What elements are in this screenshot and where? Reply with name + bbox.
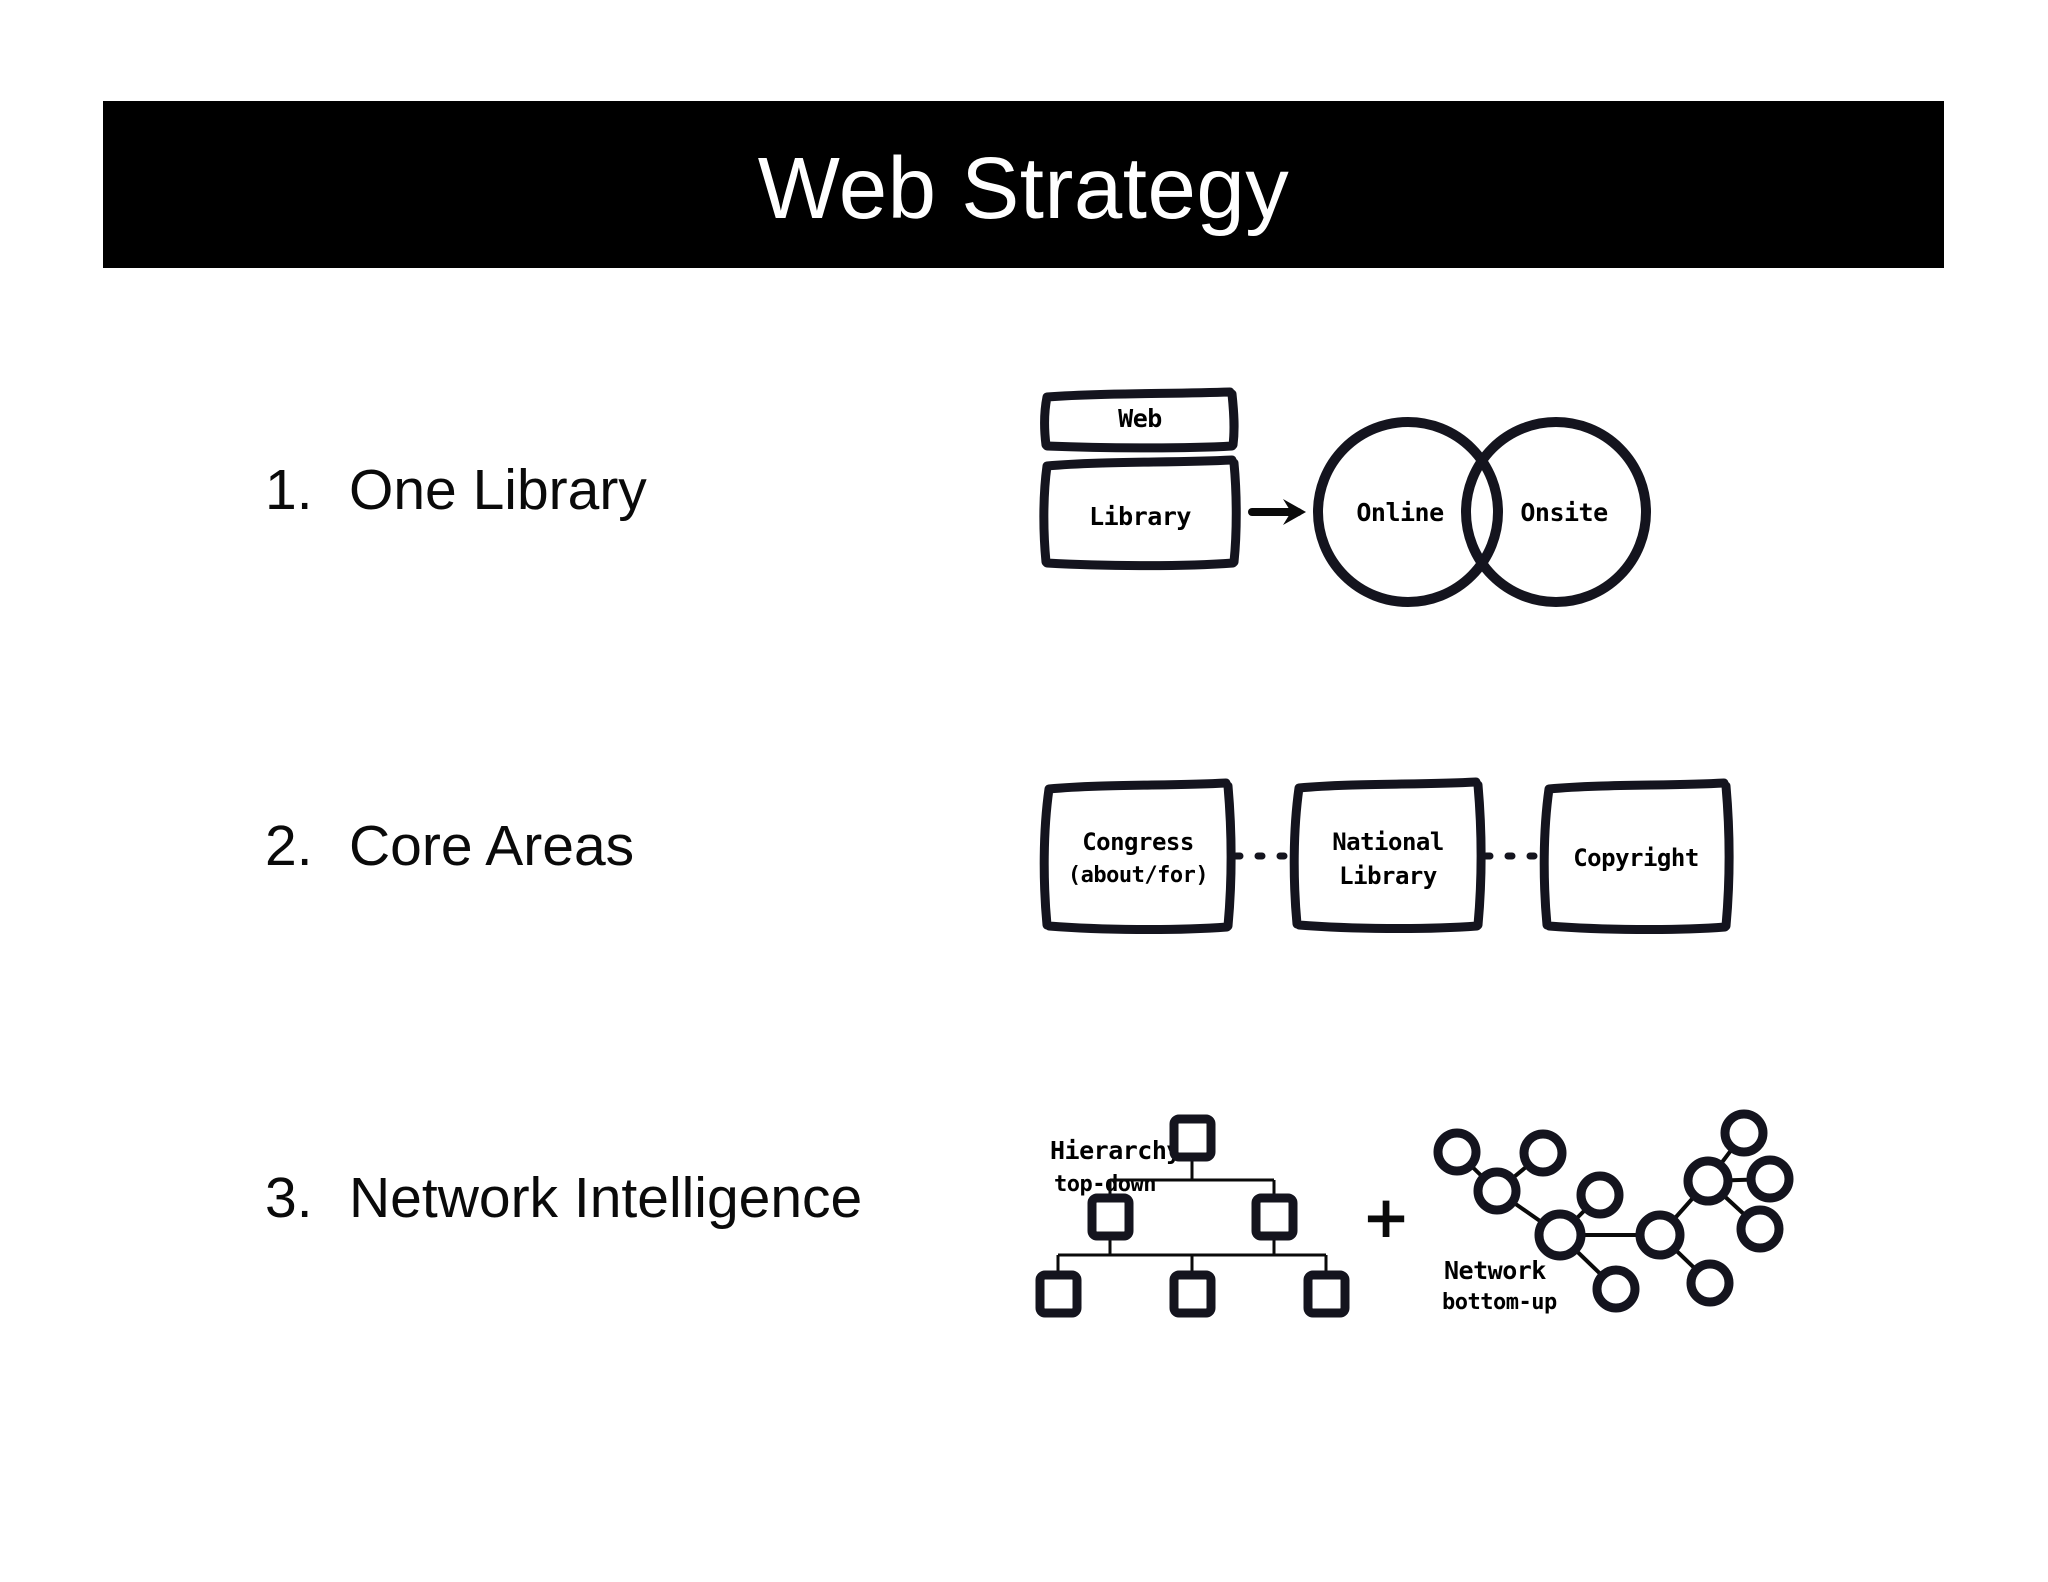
- list-item-3-text: Network Intelligence: [349, 1166, 863, 1230]
- web-box-label: Web: [1118, 404, 1162, 433]
- venn-label-onsite: Onsite: [1520, 498, 1608, 527]
- hierarchy-node-leaf-2: [1169, 1270, 1216, 1318]
- figure-network-intelligence: Hierarchy top-down: [1035, 1095, 1798, 1325]
- plus-operator: +: [1362, 1183, 1411, 1251]
- network-node-10: [1720, 1109, 1768, 1157]
- library-box: [1039, 455, 1241, 571]
- venn-circle-online: [1313, 417, 1503, 607]
- page-title: Web Strategy: [757, 140, 1290, 237]
- network-node-4: [1576, 1171, 1624, 1219]
- network-node-2: [1519, 1129, 1567, 1177]
- venn-circle-onsite: [1461, 417, 1651, 607]
- network-node-9: [1683, 1156, 1733, 1206]
- network-node-6: [1592, 1265, 1640, 1313]
- list-item-3-number: 3.: [265, 1166, 313, 1230]
- venn-label-online: Online: [1356, 498, 1444, 527]
- network-node-5: [1534, 1209, 1586, 1261]
- title-bar: Web Strategy: [103, 101, 1944, 268]
- network-caption-line2: bottom-up: [1442, 1290, 1557, 1315]
- hierarchy-caption-line1: Hierarchy: [1050, 1136, 1181, 1165]
- hierarchy-network-diagram: Hierarchy top-down: [1035, 1109, 1794, 1318]
- network-node-1: [1433, 1128, 1481, 1176]
- list-item-1-number: 1.: [265, 458, 313, 522]
- hierarchy-node-root: [1169, 1114, 1216, 1162]
- network-node-12: [1736, 1205, 1784, 1253]
- core-box-national-library-line1: National: [1332, 828, 1444, 856]
- core-box-congress: [1039, 778, 1236, 935]
- hierarchy-caption-line2: top-down: [1054, 1172, 1156, 1197]
- list-item-2-number: 2.: [265, 814, 313, 878]
- network-nodes: [1433, 1109, 1794, 1313]
- hierarchy-node-mid-2: [1251, 1193, 1298, 1241]
- hierarchy-node-leaf-3: [1303, 1270, 1350, 1318]
- hierarchy-edges: [1056, 1157, 1328, 1275]
- core-box-congress-line1: Congress: [1082, 828, 1194, 856]
- core-box-national-library-line2: Library: [1339, 862, 1437, 890]
- list-item-1-text: One Library: [349, 458, 647, 522]
- right-arrow-icon: [1248, 499, 1306, 525]
- core-box-national-library: [1289, 777, 1486, 934]
- core-box-copyright: [1539, 778, 1734, 935]
- core-box-copyright-line1: Copyright: [1573, 844, 1699, 872]
- network-node-3: [1473, 1167, 1521, 1215]
- hierarchy-node-leaf-1: [1035, 1270, 1082, 1318]
- hierarchy-node-mid-1: [1087, 1193, 1134, 1241]
- list-item-3-label: 3.Network Intelligence: [265, 1170, 862, 1227]
- network-node-11: [1746, 1155, 1794, 1203]
- figure-one-library: Web Library Online Onsite: [1039, 385, 1700, 615]
- network-caption-line1: Network: [1444, 1256, 1546, 1285]
- core-areas-diagram: Congress (about/for) National Library: [1039, 777, 1734, 935]
- library-box-label: Library: [1089, 502, 1191, 531]
- one-library-diagram: Web Library Online Onsite: [1039, 387, 1651, 607]
- core-box-congress-line2: (about/for): [1068, 863, 1208, 888]
- list-item-2-text: Core Areas: [349, 814, 635, 878]
- list-item-1-label: 1.One Library: [265, 462, 647, 519]
- list-item-2-label: 2.Core Areas: [265, 818, 634, 875]
- network-node-8: [1686, 1259, 1734, 1307]
- network-node-7: [1635, 1210, 1685, 1260]
- hierarchy-nodes: [1035, 1114, 1350, 1318]
- figure-core-areas: Congress (about/for) National Library: [1039, 777, 1734, 938]
- web-box: [1040, 387, 1239, 453]
